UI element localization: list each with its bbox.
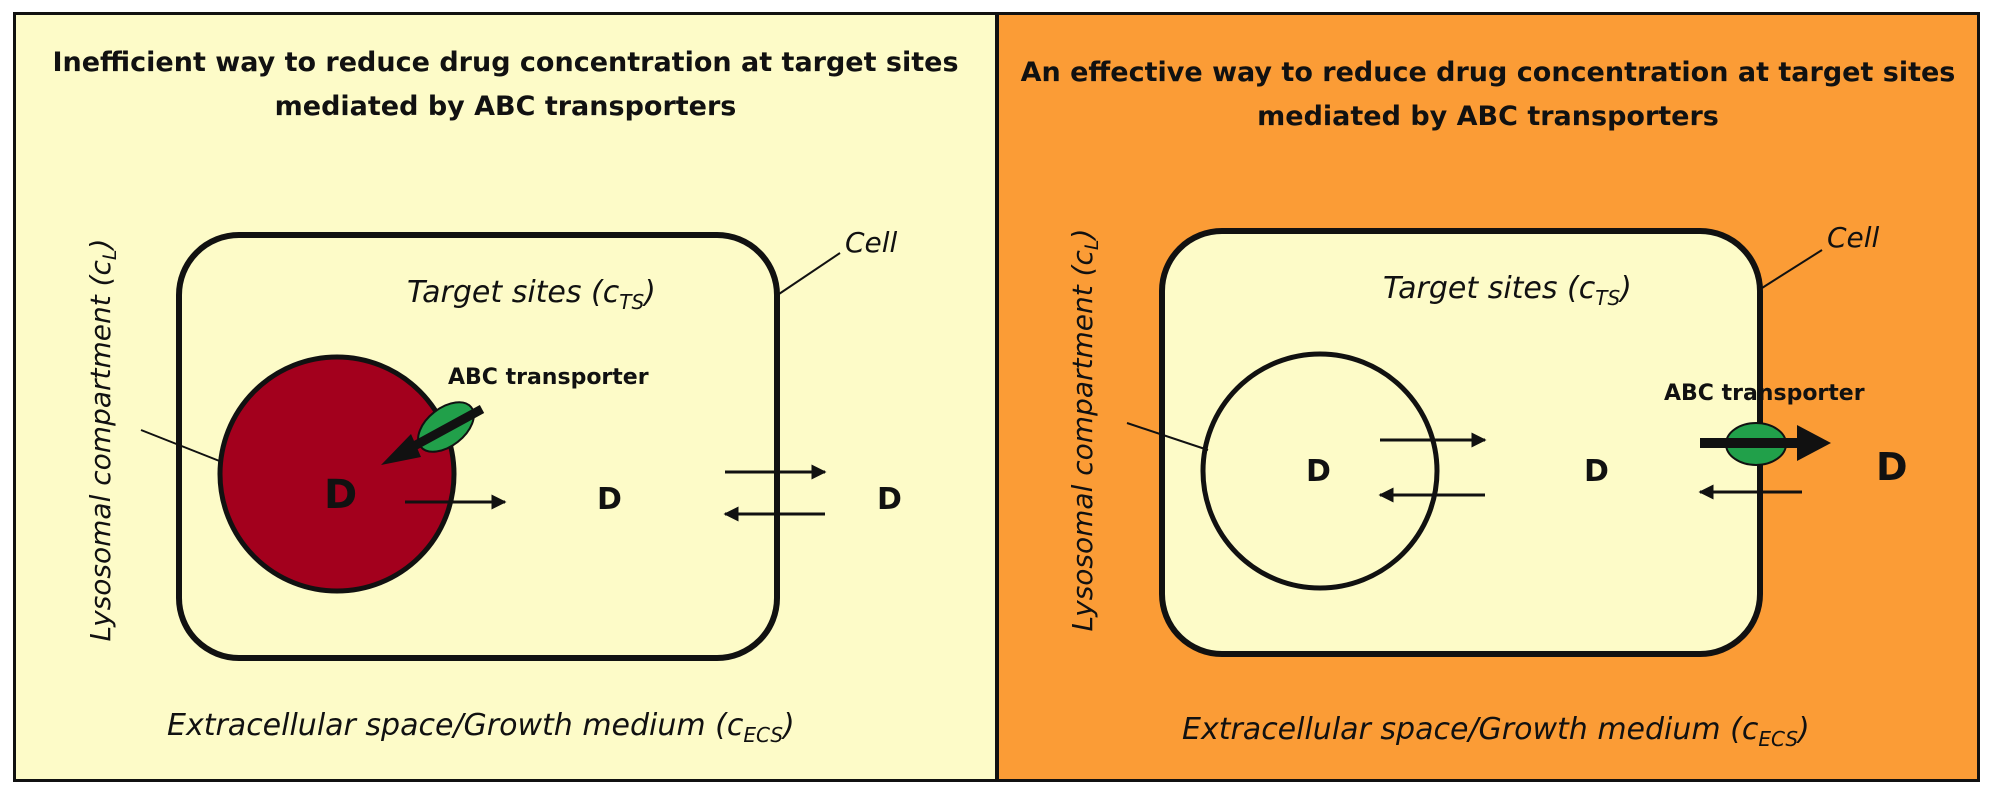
extracellular-label: Extracellular space/Growth medium (cECS): [167, 708, 795, 747]
drug-extracellular: D: [1876, 445, 1908, 489]
drug-extracellular: D: [877, 482, 902, 517]
title-line-1: Inefficient way to reduce drug concentra…: [52, 47, 959, 78]
transporter-label: ABC transporter: [1664, 381, 1865, 406]
panel-title-effective: An effective way to reduce drug concentr…: [999, 51, 1977, 139]
lysosomal-label: Lysosomal compartment (cL): [84, 239, 121, 642]
extracellular-label: Extracellular space/Growth medium (cECS): [1182, 712, 1810, 751]
title-line-2: mediated by ABC transporters: [1257, 101, 1719, 132]
influx-arrow-shaft: [402, 405, 485, 455]
transporter-label: ABC transporter: [448, 365, 649, 390]
lysosome-leader-line: [140, 429, 223, 463]
left-diagram: Cell Target sites (cTS) Lysosomal compar…: [84, 226, 902, 747]
lysosome: [1200, 351, 1440, 591]
title-line-2: mediated by ABC transporters: [274, 91, 737, 122]
drug-cytosol: D: [1584, 454, 1609, 489]
right-diagram: Cell Target sites (cTS) Lysosomal compar…: [1066, 221, 1908, 751]
lysosomal-label: Lysosomal compartment (cL): [1066, 229, 1103, 632]
abc-transporter: [1700, 422, 1831, 466]
target-sites-label: Target sites (cTS): [1383, 271, 1632, 310]
title-line-1: An effective way to reduce drug concentr…: [1020, 57, 1956, 88]
panel-title-inefficient: Inefficient way to reduce drug concentra…: [16, 41, 995, 129]
cell-label: Cell: [1827, 221, 1880, 254]
efflux-arrow-head: [1797, 425, 1831, 461]
cell-label: Cell: [845, 226, 898, 259]
drug-cytosol: D: [597, 482, 622, 517]
target-sites-label: Target sites (cTS): [407, 275, 656, 314]
cell-leader-line: [778, 252, 841, 295]
lysosome-leader-line: [1126, 422, 1209, 451]
lysosome: [217, 354, 457, 594]
cell-leader-line: [1761, 249, 1823, 289]
drug-lysosome: D: [1306, 454, 1331, 489]
influx-arrow-head: [381, 434, 421, 465]
drug-lysosome: D: [324, 472, 357, 518]
abc-transporter: [381, 401, 485, 465]
